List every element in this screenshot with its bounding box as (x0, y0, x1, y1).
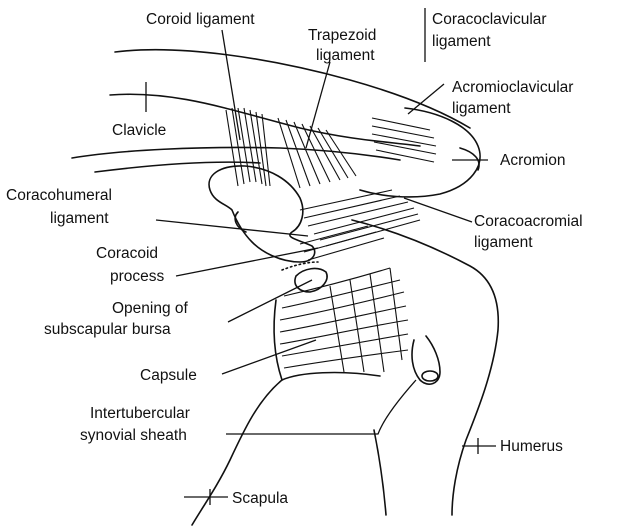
leader-intertubercular-sheath (226, 380, 416, 434)
leader-trapezoid-ligament (306, 62, 330, 148)
acromioclavicular-ligament-fibers (372, 118, 436, 162)
leader-coroid-ligament (222, 30, 240, 140)
label-coracoacromial-line1: Coracoacromial (474, 213, 583, 230)
label-acromion: Acromion (500, 152, 565, 169)
label-trapezoid-ligament-line2: ligament (316, 47, 375, 64)
label-humerus: Humerus (500, 438, 563, 455)
coracoacromial-ligament-fibers (300, 190, 420, 246)
humerus-medial (374, 430, 386, 515)
label-coracoid-process-line2: process (110, 268, 165, 285)
scapula-glenoid (282, 373, 380, 380)
coracohumeral-ligament-fibers (300, 226, 384, 260)
label-capsule: Capsule (140, 367, 197, 384)
leader-coracohumeral-ligament (156, 220, 308, 236)
labels: Coroid ligament Trapezoid ligament Corac… (6, 11, 583, 507)
label-intertubercular-line2: synovial sheath (80, 427, 187, 444)
label-coracoid-process-line1: Coracoid (96, 245, 158, 262)
label-coracoclavicular-line2: ligament (432, 33, 491, 50)
leader-capsule (222, 340, 316, 374)
label-acromioclavicular-line1: Acromioclavicular (452, 79, 573, 96)
intertubercular-sheath-opening (422, 371, 438, 381)
label-coroid-ligament: Coroid ligament (146, 11, 255, 28)
label-scapula: Scapula (232, 490, 288, 507)
humerus-outline (352, 220, 498, 515)
label-subscapular-bursa-line2: subscapular bursa (44, 321, 171, 338)
label-coracohumeral-line2: ligament (50, 210, 109, 227)
acromion-outline (360, 108, 480, 197)
label-clavicle: Clavicle (112, 122, 166, 139)
clavicle-outline (115, 50, 470, 128)
leader-coracoacromial-ligament (404, 198, 472, 222)
capsule-fibers (280, 268, 408, 372)
acromion-tip (460, 148, 479, 170)
intertubercular-sheath-outline (412, 336, 440, 384)
label-acromioclavicular-line2: ligament (452, 100, 511, 117)
label-intertubercular-line1: Intertubercular (90, 405, 190, 422)
label-coracoacromial-line2: ligament (474, 234, 533, 251)
label-subscapular-bursa-line1: Opening of (112, 300, 189, 317)
leader-acromioclavicular-ligament (408, 84, 444, 114)
clavicle-shaft-line (72, 147, 400, 160)
label-coracoclavicular-line1: Coracoclavicular (432, 11, 547, 28)
label-coracohumeral-line1: Coracohumeral (6, 187, 112, 204)
capsule-outline (274, 300, 282, 380)
label-trapezoid-ligament-line1: Trapezoid (308, 27, 376, 44)
